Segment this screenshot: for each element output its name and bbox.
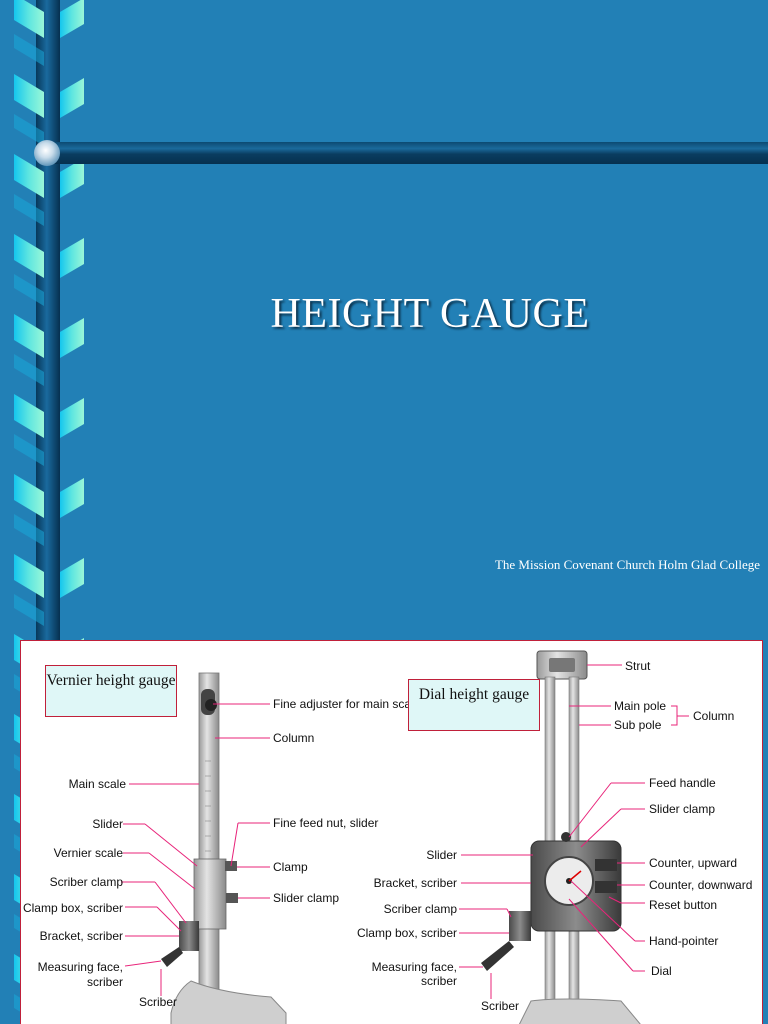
label-slider-clamp-dial: Slider clamp bbox=[649, 802, 715, 816]
label-counter-up: Counter, upward bbox=[649, 856, 737, 870]
label-scriber-clamp-dial: Scriber clamp bbox=[384, 902, 458, 916]
dial-labels: Strut Main pole Sub pole Column Feed han… bbox=[357, 659, 752, 1013]
label-measuring-face: Measuring face, bbox=[38, 960, 123, 974]
label-hand-pointer: Hand-pointer bbox=[649, 934, 718, 948]
label-main-scale: Main scale bbox=[69, 777, 127, 791]
label-column: Column bbox=[273, 731, 314, 745]
label-measuring-face-dial: Measuring face, bbox=[372, 960, 457, 974]
vernier-gauge-caption: Vernier height gauge bbox=[45, 665, 177, 717]
label-bracket: Bracket, scriber bbox=[40, 929, 123, 943]
label-clamp-box: Clamp box, scriber bbox=[23, 901, 123, 915]
dial-gauge-caption: Dial height gauge bbox=[408, 679, 540, 731]
label-scriber: Scriber bbox=[139, 995, 177, 1009]
label-reset-button: Reset button bbox=[649, 898, 717, 912]
label-fine-adjuster: Fine adjuster for main scale bbox=[273, 697, 421, 711]
slide-title: HEIGHT GAUGE bbox=[270, 291, 590, 337]
label-sub-pole: Sub pole bbox=[614, 718, 662, 732]
label-dial: Dial bbox=[651, 964, 672, 978]
label-clamp-box-dial: Clamp box, scriber bbox=[357, 926, 457, 940]
label-fine-feed-nut: Fine feed nut, slider bbox=[273, 816, 378, 830]
vernier-labels: Fine adjuster for main scale Column Main… bbox=[23, 697, 421, 1009]
label-bracket-dial: Bracket, scriber bbox=[374, 876, 457, 890]
label-scriber-dial: Scriber bbox=[481, 999, 519, 1013]
label-slider-clamp: Slider clamp bbox=[273, 891, 339, 905]
height-gauge-figure: Fine adjuster for main scale Column Main… bbox=[20, 640, 763, 1024]
label-clamp: Clamp bbox=[273, 860, 308, 874]
label-feed-handle: Feed handle bbox=[649, 776, 716, 790]
label-column-dial: Column bbox=[693, 709, 734, 723]
label-measuring-face-dial-2: scriber bbox=[421, 974, 457, 988]
label-counter-down: Counter, downward bbox=[649, 878, 752, 892]
label-strut: Strut bbox=[625, 659, 651, 673]
horizontal-bar bbox=[44, 142, 768, 164]
vernier-gauge-drawing bbox=[161, 672, 287, 1024]
label-main-pole: Main pole bbox=[614, 699, 666, 713]
gauge-illustration: Fine adjuster for main scale Column Main… bbox=[23, 650, 752, 1024]
label-slider: Slider bbox=[92, 817, 123, 831]
label-measuring-face-2: scriber bbox=[87, 975, 123, 989]
label-vernier-scale: Vernier scale bbox=[54, 846, 124, 860]
bar-knob bbox=[34, 140, 60, 166]
slide-credit: The Mission Covenant Church Holm Glad Co… bbox=[494, 557, 760, 572]
label-slider-dial: Slider bbox=[426, 848, 457, 862]
leader-lines bbox=[121, 664, 689, 999]
label-scriber-clamp: Scriber clamp bbox=[50, 875, 124, 889]
